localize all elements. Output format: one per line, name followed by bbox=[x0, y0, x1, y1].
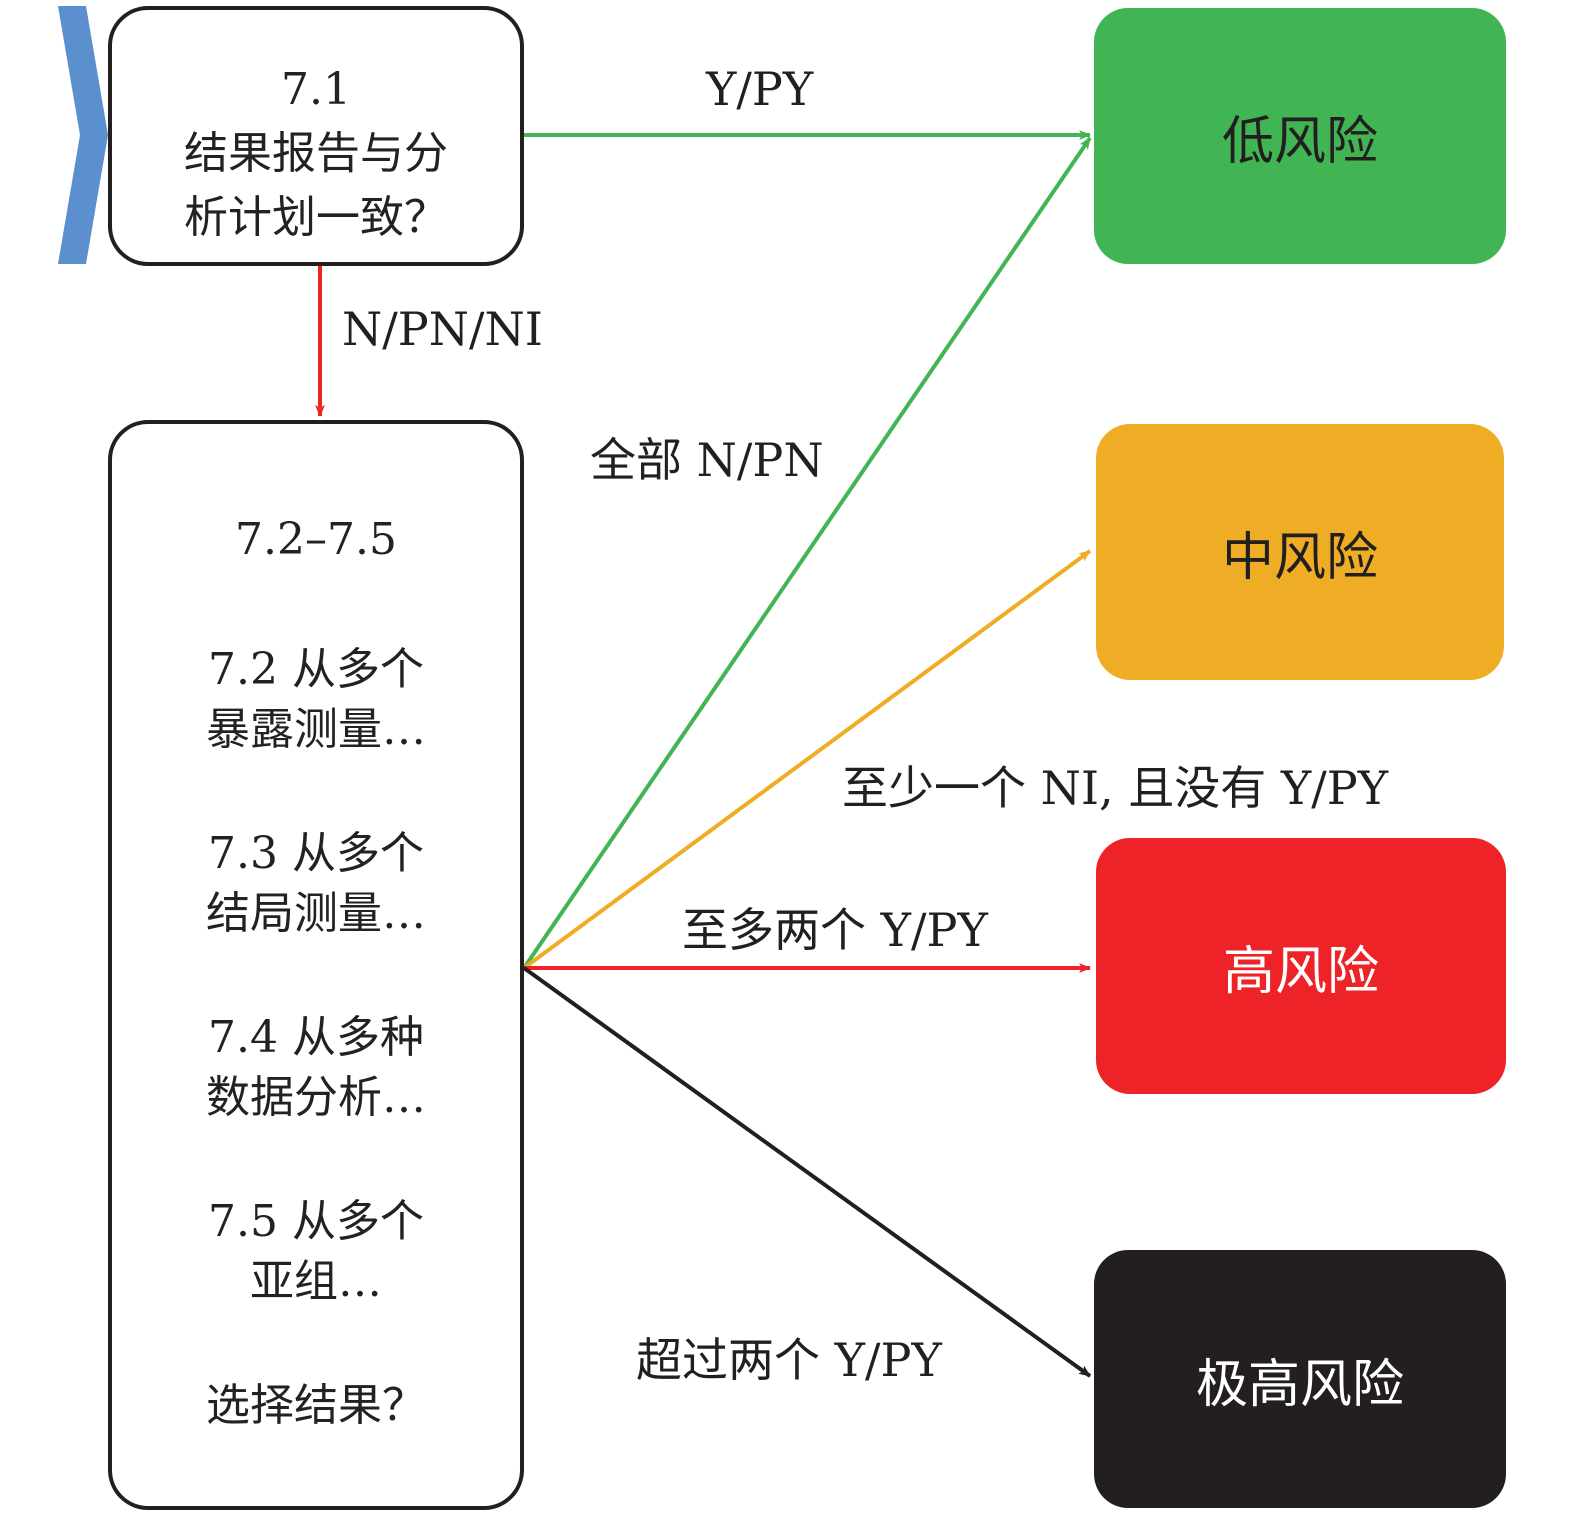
edge-label-over-two: 超过两个 Y/PY bbox=[636, 1333, 942, 1387]
question-7-1-line-2: 析计划一致？ bbox=[184, 192, 448, 243]
risk-high-box: 高风险 bbox=[1096, 838, 1506, 1094]
question-7-1-id: 7.1 bbox=[281, 64, 351, 115]
arrow-q2-to-very-high bbox=[522, 966, 1092, 1378]
edge-label-all-no: 全部 N/PN bbox=[590, 433, 824, 487]
question-7-4-line-2: 数据分析… bbox=[206, 1072, 426, 1123]
risk-high-label: 高风险 bbox=[1222, 941, 1379, 1002]
question-7-5: 7.5 从多个 亚组… bbox=[112, 1192, 520, 1312]
risk-low-box: 低风险 bbox=[1094, 8, 1506, 264]
question-7-1-box: 7.1 结果报告与分 析计划一致？ bbox=[108, 6, 524, 266]
edge-label-q1-no: N/PN/NI bbox=[342, 302, 543, 356]
risk-low-label: 低风险 bbox=[1221, 111, 1378, 172]
arrow-q2-to-low bbox=[522, 136, 1092, 970]
risk-very-high-label: 极高风险 bbox=[1195, 1354, 1404, 1415]
question-7-4-line-1: 7.4 从多种 bbox=[208, 1012, 424, 1063]
question-7-4: 7.4 从多种 数据分析… bbox=[112, 1008, 520, 1128]
question-7-2: 7.2 从多个 暴露测量… bbox=[112, 640, 520, 760]
question-7-3: 7.3 从多个 结局测量… bbox=[112, 824, 520, 944]
question-7-3-line-2: 结局测量… bbox=[206, 888, 426, 939]
question-7-5-line-1: 7.5 从多个 bbox=[208, 1196, 424, 1247]
edge-label-q1-yes: Y/PY bbox=[706, 62, 814, 116]
question-7-5-line-2: 亚组… bbox=[250, 1256, 382, 1307]
risk-moderate-box: 中风险 bbox=[1096, 424, 1504, 680]
question-7-3-line-1: 7.3 从多个 bbox=[208, 828, 424, 879]
question-7-2-line-1: 7.2 从多个 bbox=[208, 644, 424, 695]
edge-label-upto-two: 至多两个 Y/PY bbox=[682, 903, 988, 957]
risk-very-high-box: 极高风险 bbox=[1094, 1250, 1506, 1508]
question-group-footer: 选择结果？ bbox=[206, 1380, 426, 1431]
question-7-2-line-2: 暴露测量… bbox=[206, 704, 426, 755]
question-7-1-line-1: 结果报告与分 bbox=[184, 128, 448, 179]
arrow-q2-to-moderate bbox=[522, 549, 1092, 970]
risk-moderate-label: 中风险 bbox=[1221, 527, 1378, 588]
question-group-header: 7.2–7.5 bbox=[235, 514, 397, 565]
edge-label-some-ni: 至少一个 NI, 且没有 Y/PY bbox=[842, 761, 1389, 815]
entry-chevron-icon bbox=[58, 6, 108, 264]
question-7-2-7-5-box: 7.2–7.5 7.2 从多个 暴露测量… 7.3 从多个 结局测量… 7.4 … bbox=[108, 420, 524, 1510]
